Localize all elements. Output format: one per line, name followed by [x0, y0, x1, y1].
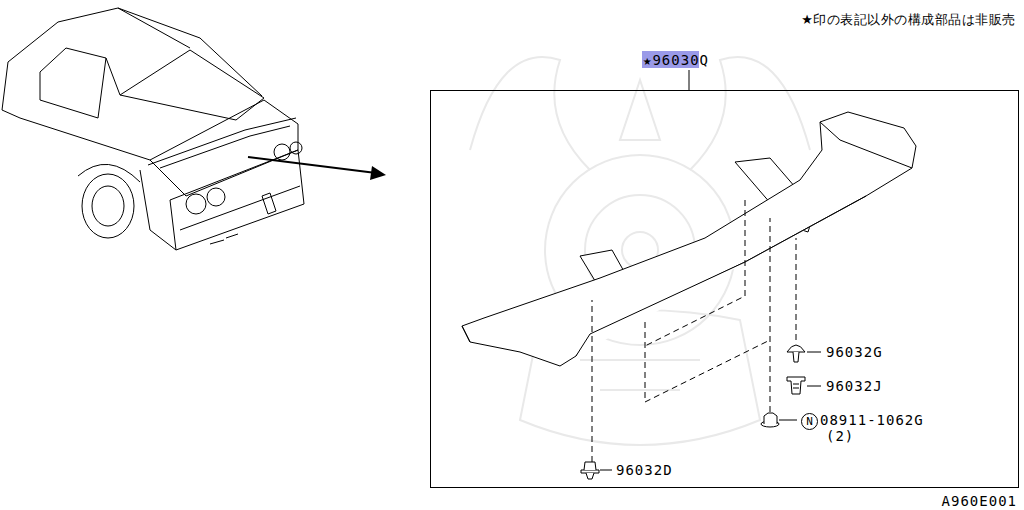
mount-lines	[592, 200, 796, 462]
callout-number: 96032G	[826, 344, 883, 360]
quantity: (2)	[826, 428, 854, 444]
leader-line	[689, 70, 690, 90]
sales-note: ★印の表記以外の構成部品は非販売	[801, 12, 1016, 28]
part-frame: ★96030QN	[430, 90, 1019, 488]
note-circle: N	[801, 413, 818, 430]
callout-number: 08911-1062G	[820, 412, 924, 428]
part-number: ★96030Q	[643, 52, 709, 68]
callout-number: 96032J	[826, 378, 883, 394]
leader-lines	[600, 352, 821, 470]
figure-id: A960E001	[942, 493, 1017, 509]
note-mark: N	[806, 416, 813, 428]
fasteners	[581, 345, 805, 479]
callout-number: 96032D	[616, 462, 673, 478]
pointer-arrow	[248, 157, 386, 180]
car-sketch	[2, 8, 304, 250]
spoiler	[462, 112, 916, 366]
